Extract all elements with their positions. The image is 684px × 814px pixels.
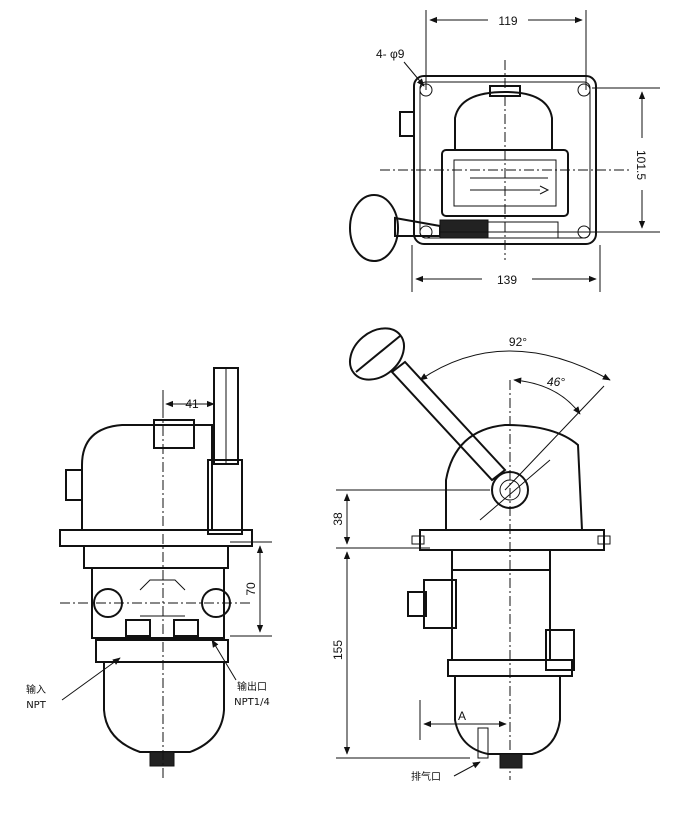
exhaust-label: 排气口 <box>411 761 481 783</box>
input-thread-text: NPT <box>26 700 47 711</box>
mount-hole-tl <box>419 83 433 97</box>
dim-width-bottom: 139 <box>415 273 597 287</box>
dim-port-height-text: 70 <box>244 582 258 596</box>
dim-width-top-text: 119 <box>498 14 517 28</box>
output-label-text: 输出口 <box>237 680 267 693</box>
side-view: 92° 46° 38 155 <box>331 327 611 783</box>
dim-offset-text: 41 <box>185 397 199 411</box>
top-view: 119 139 101.5 4- φ9 <box>349 10 660 292</box>
input-label-text: 输入 <box>26 683 46 696</box>
output-label: 输出口 NPT1/4 <box>211 639 270 708</box>
angle-half: 46° <box>513 375 581 415</box>
dim-a-text: A <box>458 709 466 723</box>
dim-holes: 4- φ9 <box>376 47 425 87</box>
dim-upper-text: 38 <box>331 512 345 526</box>
dim-a: A <box>419 700 507 740</box>
dim-upper: 38 <box>331 489 490 549</box>
dim-height: 101.5 <box>634 91 648 229</box>
dim-lower: 155 <box>331 551 470 759</box>
input-label: 输入 NPT <box>26 657 121 711</box>
front-view: 41 70 <box>26 367 272 780</box>
angle-total: 92° <box>419 335 611 381</box>
dim-lower-text: 155 <box>331 640 345 660</box>
dim-height-text: 101.5 <box>634 150 648 180</box>
exhaust-label-text: 排气口 <box>411 770 441 783</box>
dim-width-top: 119 <box>429 14 583 28</box>
angle-half-text: 46° <box>547 375 565 389</box>
mount-hole-bl <box>419 225 433 239</box>
mount-hole-tr <box>577 83 591 97</box>
dim-offset: 41 <box>162 395 219 415</box>
output-thread-text: NPT1/4 <box>234 697 270 708</box>
dim-port-height: 70 <box>230 541 272 637</box>
dim-holes-text: 4- φ9 <box>376 47 405 61</box>
dim-width-bottom-text: 139 <box>497 273 517 287</box>
angle-total-text: 92° <box>509 335 527 349</box>
